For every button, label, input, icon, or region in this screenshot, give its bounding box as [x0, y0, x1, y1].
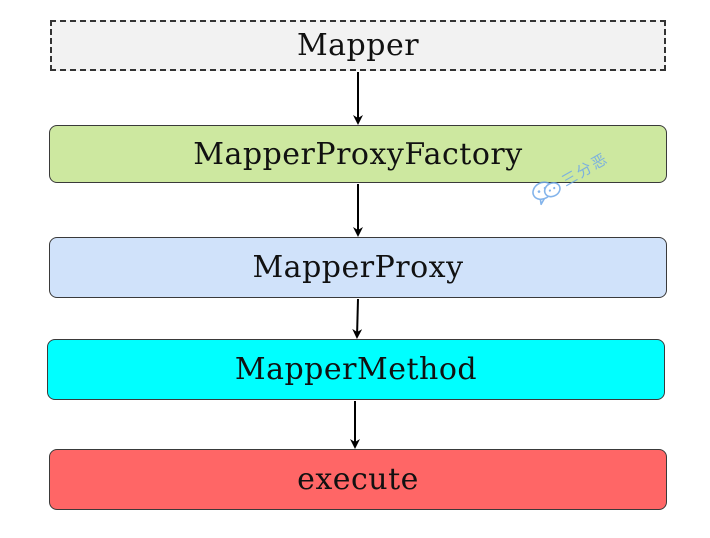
- node-execute-label: execute: [297, 462, 419, 497]
- node-mapper: Mapper: [50, 20, 666, 71]
- node-mapper-label: Mapper: [296, 28, 420, 63]
- node-mapper-method: MapperMethod: [47, 339, 665, 400]
- node-mapper-method-label: MapperMethod: [234, 352, 478, 387]
- node-mapper-proxy: MapperProxy: [49, 237, 667, 298]
- node-mapper-proxy-factory: MapperProxyFactory: [49, 125, 667, 183]
- watermark: 三分恶: [528, 146, 613, 209]
- wechat-icon: [532, 181, 561, 206]
- node-mapper-proxy-label: MapperProxy: [252, 250, 464, 285]
- node-mapper-proxy-factory-label: MapperProxyFactory: [193, 136, 523, 172]
- edge-proxy-to-method: [352, 298, 363, 339]
- node-execute: execute: [49, 449, 667, 510]
